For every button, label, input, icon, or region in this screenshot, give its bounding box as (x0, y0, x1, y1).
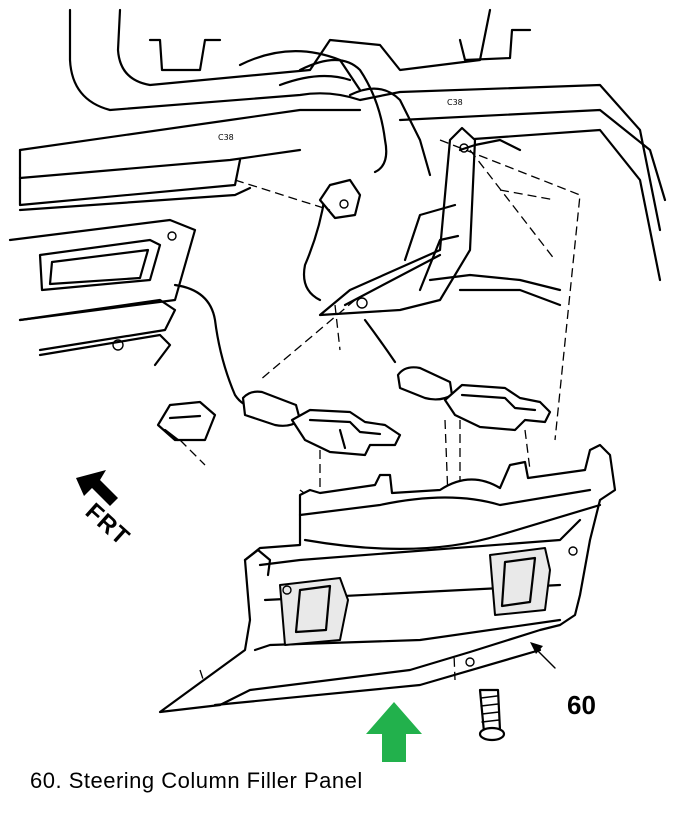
retaining-clip-left (156, 400, 217, 442)
column-mounting-bracket (318, 126, 562, 317)
figure-caption: 60. Steering Column Filler Panel (30, 768, 363, 793)
bracket-stud-left (241, 390, 402, 457)
callout-arrowhead (530, 642, 543, 654)
instrument-panel-carrier: C38 C38 (18, 8, 667, 282)
front-direction-arrow-icon (76, 470, 118, 506)
connector-stamp-right: C38 (447, 98, 463, 107)
callout-number: 60 (567, 690, 596, 720)
screw-icon (478, 688, 506, 742)
steering-column-filler-panel (158, 443, 617, 714)
connector-stamp-left: C38 (218, 133, 234, 142)
lower-dash-left (8, 218, 197, 367)
green-indicator-arrow-icon (366, 702, 422, 762)
bracket-stud-right (396, 366, 552, 432)
retaining-clip-upper (318, 178, 362, 220)
